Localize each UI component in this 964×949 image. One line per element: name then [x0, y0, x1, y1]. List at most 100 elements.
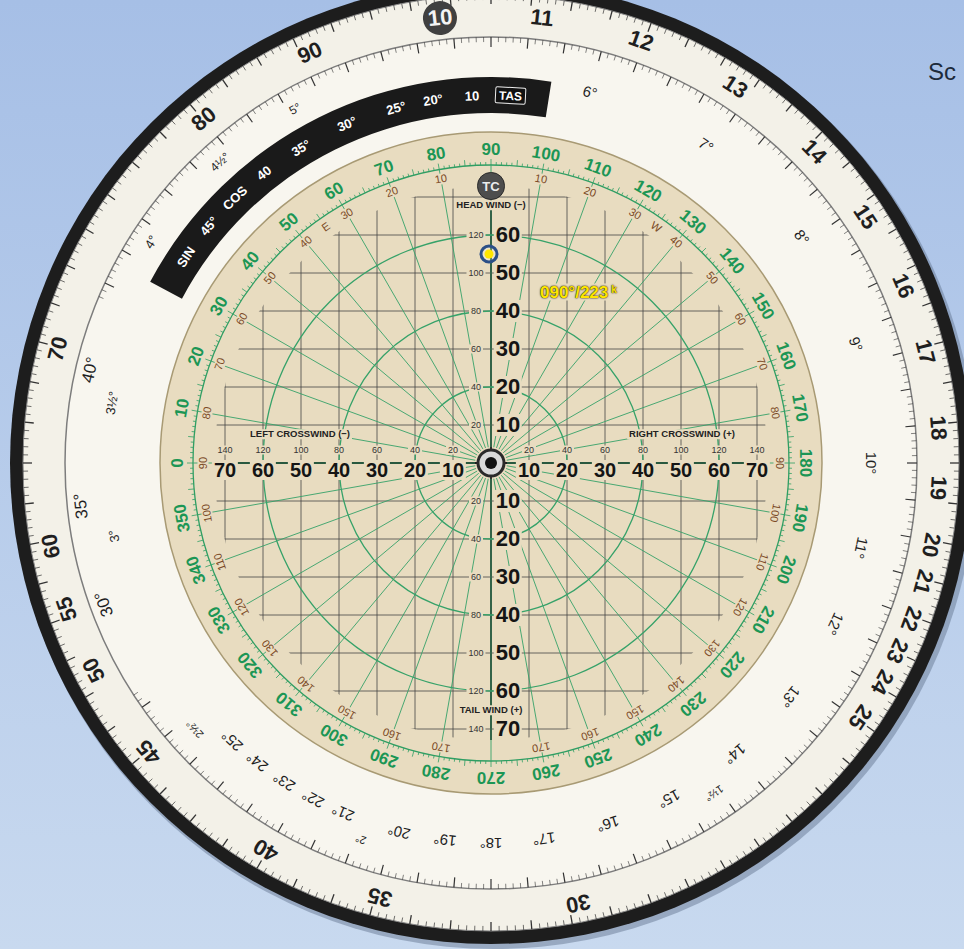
scale-tick	[184, 110, 187, 114]
scale-tick	[466, 925, 467, 930]
scale-tick	[41, 334, 46, 335]
compass-tick	[408, 749, 410, 752]
scale-tick	[848, 237, 852, 240]
scale-tick	[767, 781, 770, 785]
compass-tick	[788, 442, 791, 443]
scale-tick	[830, 144, 834, 147]
scale-tick	[905, 499, 915, 501]
scale-tick	[726, 110, 729, 114]
compass-tick	[378, 184, 379, 187]
scale-tick	[94, 215, 98, 218]
drift-radial	[211, 468, 476, 564]
scale-tick	[520, 38, 521, 43]
compass-tick	[449, 758, 450, 761]
compass-tick	[193, 504, 196, 505]
compass-tick	[247, 286, 249, 288]
scale-tick	[217, 782, 223, 790]
compass-tick	[267, 262, 269, 264]
compass-tick	[296, 691, 300, 696]
scale-tick	[362, 13, 363, 18]
compass-tick	[412, 169, 414, 175]
scale-tick	[39, 582, 48, 584]
scale-tick	[794, 755, 798, 758]
compass-tick	[776, 550, 779, 552]
scale-tick	[54, 629, 59, 631]
compass-tick	[578, 748, 580, 751]
scale-tick	[26, 414, 31, 416]
scale-tick	[563, 1, 565, 6]
wind-scale-number: 10	[494, 414, 522, 436]
scale-tick	[253, 812, 256, 816]
scale-tick	[948, 389, 953, 391]
compass-tick	[640, 200, 643, 205]
scale-tick	[843, 758, 850, 764]
scale-tick	[229, 75, 232, 79]
scale-tick	[579, 875, 580, 880]
scale-tick	[90, 701, 94, 704]
scale-tick	[247, 114, 253, 122]
scale-tick	[809, 739, 813, 742]
compass-tick	[729, 282, 731, 284]
scale-tick	[60, 280, 65, 282]
compass-tick	[787, 499, 790, 500]
scale-tick	[370, 11, 372, 20]
scale-tick	[172, 802, 175, 806]
scale-tick	[571, 2, 573, 11]
scale-tick	[102, 290, 107, 292]
scale-tick	[513, 883, 514, 888]
scale-tick	[402, 46, 403, 51]
scale-tick	[126, 244, 130, 247]
scale-tick	[907, 657, 915, 661]
compass-tick	[501, 162, 502, 165]
scale-tick	[143, 773, 147, 776]
scale-tick	[903, 374, 908, 375]
scale-tick	[889, 600, 894, 602]
scale-tick	[253, 110, 256, 114]
scale-tick	[783, 766, 786, 770]
compass-tick	[449, 165, 450, 168]
scale-tick	[910, 507, 915, 509]
scale-tick	[417, 920, 419, 925]
compass-tick	[719, 655, 724, 659]
compass-tick	[323, 213, 325, 215]
band-scale-label: 10	[464, 89, 479, 103]
compass-tick	[593, 743, 595, 749]
scale-tick	[912, 470, 917, 471]
compass-tick	[480, 761, 481, 764]
scale-tick	[911, 485, 916, 486]
scale-tick	[949, 527, 954, 529]
compass-tick	[239, 625, 242, 627]
wind-scale-small-number: 140	[215, 446, 234, 455]
scale-tick	[934, 582, 943, 584]
scale-tick	[293, 879, 297, 887]
drift-radial	[233, 471, 477, 612]
scale-tick	[394, 5, 395, 10]
scale-tick	[730, 114, 736, 122]
scale-tick	[701, 46, 703, 50]
compass-tick	[598, 182, 599, 185]
scale-tick	[881, 621, 886, 623]
scale-tick	[82, 687, 86, 689]
scale-tick	[212, 141, 215, 145]
scale-tick	[859, 256, 863, 258]
compass-tick	[190, 447, 193, 448]
callout-unit: k	[609, 285, 619, 295]
scale-tick	[431, 880, 433, 885]
scale-tick	[185, 755, 189, 758]
compass-tick	[732, 286, 734, 288]
wind-scale-number: 60	[706, 460, 732, 480]
scale-tick	[708, 824, 711, 828]
compass-tick	[583, 746, 585, 749]
compass-tick	[192, 426, 195, 427]
scale-tick	[190, 162, 197, 169]
scale-tick	[715, 54, 717, 58]
scale-tick	[835, 150, 839, 153]
compass-tick	[258, 655, 263, 659]
scale-tick	[954, 454, 959, 455]
scale-tick	[155, 201, 159, 204]
compass-tick	[193, 421, 196, 422]
scale-tick	[840, 225, 844, 228]
scale-tick	[450, 920, 452, 929]
scale-tick	[859, 667, 863, 669]
scale-tick	[257, 58, 262, 66]
